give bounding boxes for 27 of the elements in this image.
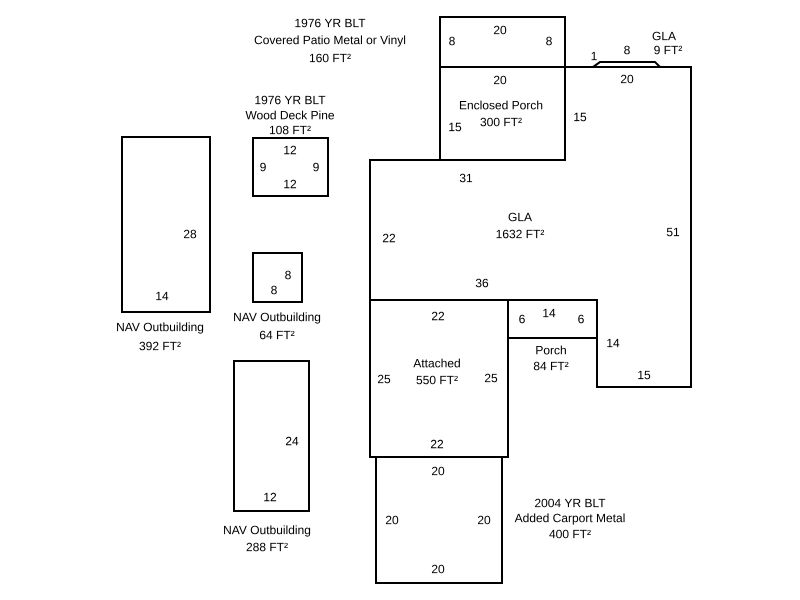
node-label: Porch: [536, 346, 566, 354]
floor-area: 1976 YR BLT Wood Deck Pine 108 FT² 12 9 9 12: [245, 96, 334, 197]
floor-area: NAV Outbuilding 392 FT² 28 14: [117, 136, 211, 350]
node-label: 288 FT²: [246, 542, 288, 552]
node-label: Covered Patio Metal or Vinyl: [254, 35, 406, 47]
node-label: Wood Deck Pine: [245, 110, 334, 120]
node-label: NAV Outbuilding: [224, 525, 310, 537]
node-label: 84 FT²: [534, 362, 568, 370]
node-label: 1976 YR BLT: [255, 96, 326, 104]
floor-area: 2004 YR BLT Added Carport Metal 400 FT² 20 20 20 20: [375, 456, 625, 584]
node-label: 64 FT²: [260, 330, 294, 340]
node-label: 108 FT²: [270, 126, 311, 134]
floor-area: Attached 550 FT² 22 25 25 22: [369, 299, 509, 458]
floor-area: NAV Outbuilding 288 FT² 24 12: [224, 360, 310, 552]
node-label: NAV Outbuilding: [117, 322, 204, 334]
floor-area: 1976 YR BLT Covered Patio Metal or Vinyl 160 FT² 20 8 8: [254, 16, 566, 68]
node-label: 1976 YR BLT: [295, 18, 366, 28]
floor-area: GLA 9 FT² 1 8: [592, 32, 682, 68]
floor-area: Enclosed Porch 300 FT² 20 15: [439, 66, 566, 161]
node-label: Added Carport Metal: [514, 513, 625, 525]
node-label: 400 FT²: [549, 530, 591, 538]
node-label: 2004 YR BLT: [535, 498, 606, 508]
node-label: NAV Outbuilding: [234, 312, 320, 324]
floor-area: Porch 84 FT² 6 14 6: [507, 299, 598, 370]
node-label: 392 FT²: [139, 342, 181, 350]
floor-area: NAV Outbuilding 64 FT² 8 8: [234, 252, 320, 340]
node-label: 160 FT²: [310, 54, 351, 62]
